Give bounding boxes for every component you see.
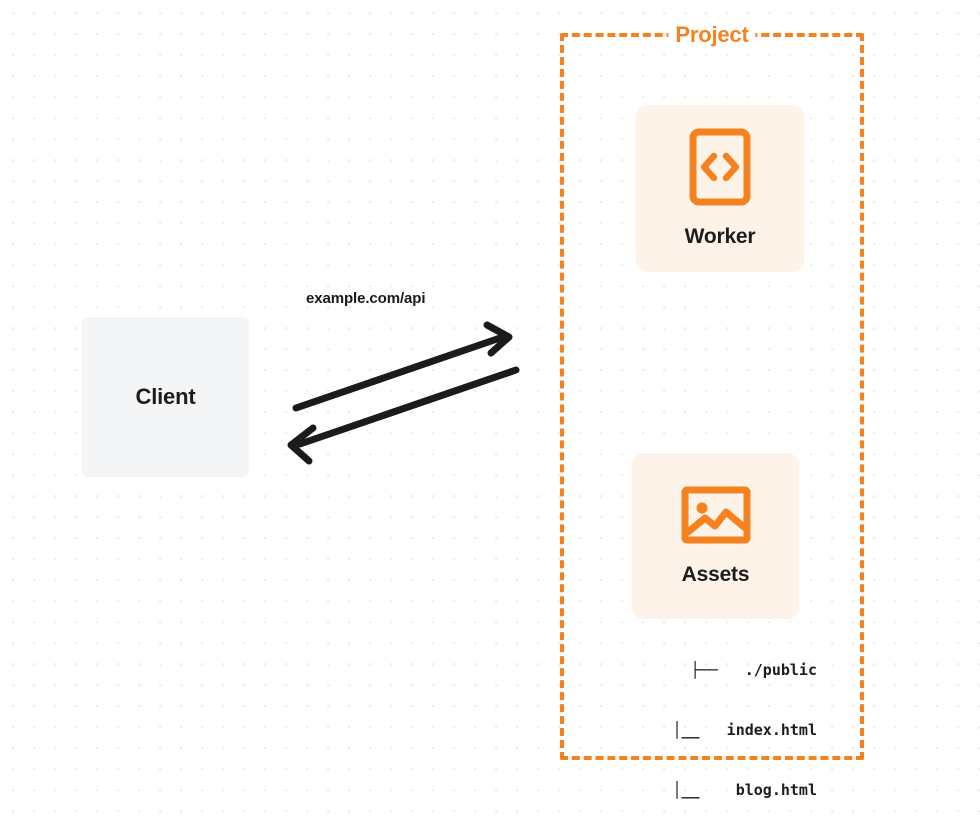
file-tree-row: │__ index.html — [645, 721, 817, 739]
file-tree-row: │__ blog.html — [645, 781, 817, 799]
worker-card-label: Worker — [684, 225, 756, 248]
client-label: Client — [135, 384, 196, 409]
edge-label-example-com-api: example.com/api — [306, 290, 426, 307]
project-container: Project Worker Assets — [560, 22, 864, 799]
image-picture-icon — [681, 486, 751, 549]
response-arrow — [287, 366, 520, 465]
project-title: Project — [668, 22, 756, 48]
client-node[interactable]: Client — [82, 317, 249, 477]
assets-file-tree: ├── ./public │__ index.html │__ blog.htm… — [612, 620, 817, 818]
request-arrow — [292, 321, 513, 412]
file-tree-row: ├── ./public — [690, 661, 817, 679]
code-brackets-icon — [689, 128, 751, 211]
worker-card[interactable]: Worker — [636, 105, 804, 272]
assets-card[interactable]: Assets — [632, 453, 799, 619]
assets-card-label: Assets — [681, 562, 750, 586]
